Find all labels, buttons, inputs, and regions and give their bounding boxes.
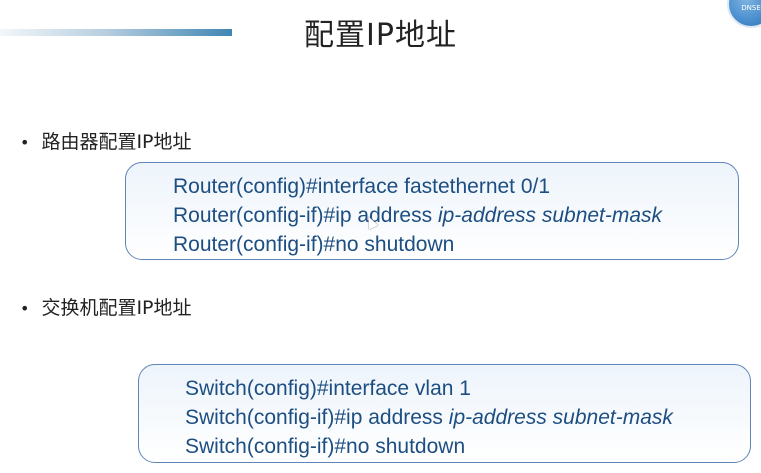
- command-text: Switch(config)#interface vlan 1: [185, 377, 471, 400]
- command-line: Switch(config-if)#no shutdown: [185, 432, 673, 461]
- bullet-dot-icon: •: [20, 299, 30, 318]
- command-line: Switch(config)#interface vlan 1: [185, 374, 673, 403]
- switch-command-box: Switch(config)#interface vlan 1 Switch(c…: [138, 364, 751, 463]
- command-lines: Router(config)#interface fastethernet 0/…: [173, 172, 662, 259]
- command-text: Router(config)#interface fastethernet 0/…: [173, 175, 551, 198]
- command-argument: ip-address subnet-mask: [437, 204, 663, 227]
- bullet-text: 交换机配置IP地址: [41, 297, 192, 319]
- command-line: Router(config)#interface fastethernet 0/…: [173, 172, 662, 201]
- command-text: Router(config-if)#no shutdown: [173, 233, 455, 256]
- command-argument: ip-address subnet-mask: [448, 406, 673, 429]
- command-lines: Switch(config)#interface vlan 1 Switch(c…: [185, 374, 673, 461]
- command-text: Switch(config-if)#no shutdown: [185, 435, 466, 458]
- bullet-item-router: • 路由器配置IP地址: [20, 127, 192, 154]
- router-command-box: Router(config)#interface fastethernet 0/…: [125, 162, 739, 260]
- command-text: Switch(config-if)#ip address: [185, 406, 449, 429]
- bullet-item-switch: • 交换机配置IP地址: [20, 293, 192, 320]
- command-text: Router(config-if)#ip address: [173, 204, 438, 227]
- slide-title: 配置IP地址: [304, 18, 457, 53]
- bullet-dot-icon: •: [20, 133, 30, 152]
- command-line: Switch(config-if)#ip address ip-address …: [185, 403, 673, 432]
- command-line: Router(config-if)#no shutdown: [173, 230, 662, 259]
- title-accent-bar: [0, 29, 232, 36]
- bullet-text: 路由器配置IP地址: [41, 131, 192, 153]
- command-line: Router(config-if)#ip address ip-address …: [173, 201, 662, 230]
